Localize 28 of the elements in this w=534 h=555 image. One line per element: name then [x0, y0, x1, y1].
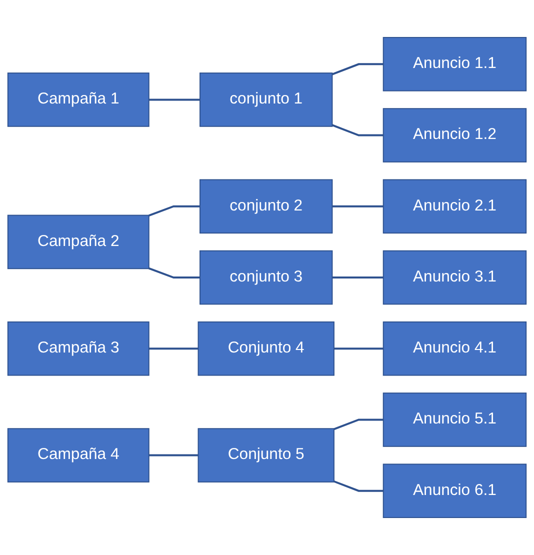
- node-box: Campaña 2: [7, 214, 150, 270]
- node-box: Anuncio 4.1: [382, 321, 527, 376]
- connector: [334, 418, 384, 430]
- node-box: Anuncio 1.1: [382, 36, 527, 92]
- node-box: Campaña 4: [7, 428, 150, 482]
- node-box: Conjunto 5: [198, 428, 334, 482]
- connector: [148, 205, 200, 217]
- connector: [332, 124, 384, 136]
- connector: [148, 267, 200, 278]
- node-box: Campaña 3: [7, 321, 150, 376]
- node-box: conjunto 1: [200, 72, 333, 127]
- node-box: Conjunto 4: [198, 321, 334, 376]
- connector: [334, 480, 384, 492]
- node-box: Anuncio 3.1: [382, 250, 527, 305]
- node-box: conjunto 2: [200, 179, 333, 234]
- connector: [332, 205, 384, 208]
- node-box: Anuncio 6.1: [382, 464, 527, 518]
- node-box: conjunto 3: [200, 250, 333, 305]
- connector: [148, 348, 198, 350]
- connector: [332, 276, 384, 278]
- connector: [148, 98, 200, 101]
- node-box: Anuncio 1.2: [382, 108, 527, 162]
- node-box: Anuncio 5.1: [382, 392, 527, 447]
- connector: [334, 348, 384, 350]
- connector: [332, 63, 384, 76]
- node-box: Campaña 1: [7, 72, 150, 127]
- node-box: Anuncio 2.1: [382, 179, 527, 234]
- connector: [148, 454, 198, 456]
